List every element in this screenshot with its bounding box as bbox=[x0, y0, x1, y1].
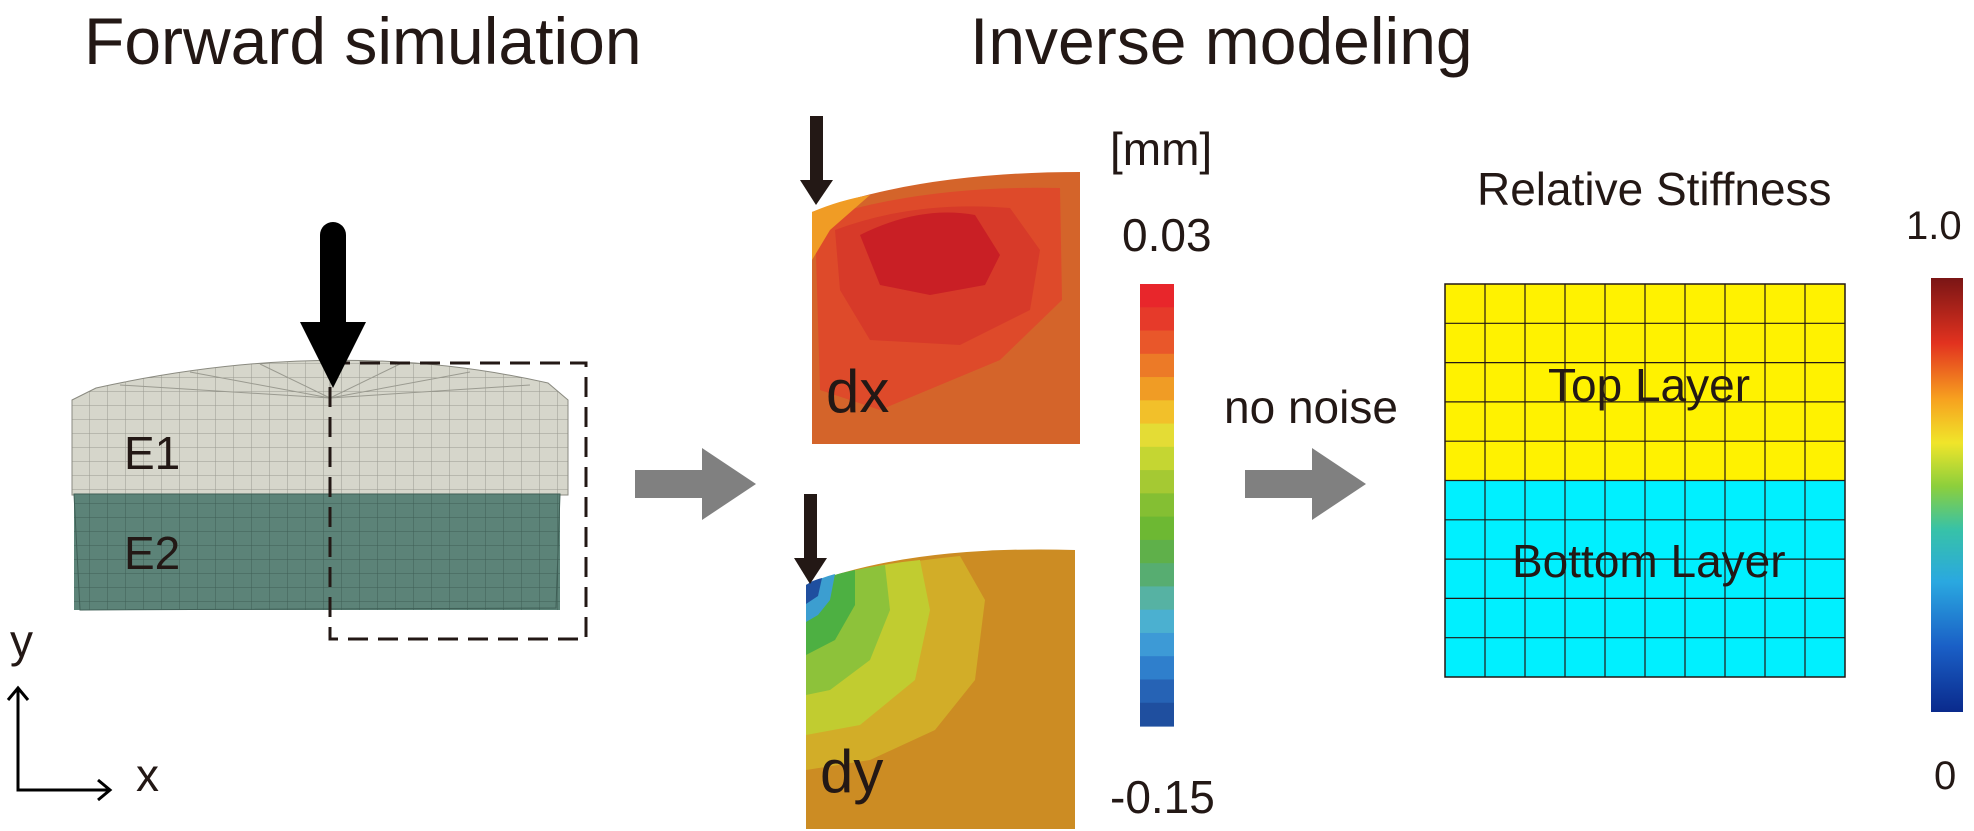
axes-indicator bbox=[6, 685, 113, 802]
noise-label: no noise bbox=[1224, 381, 1398, 433]
stiffness-title: Relative Stiffness bbox=[1477, 163, 1832, 215]
dx-displacement-map bbox=[800, 116, 1080, 444]
colorbar-max: 0.03 bbox=[1122, 209, 1212, 261]
fe-model bbox=[6, 222, 588, 802]
symmetry-region-box bbox=[328, 361, 588, 641]
stiffness-colorbar-max: 1.0 bbox=[1906, 204, 1962, 248]
dx-load-arrow bbox=[810, 116, 823, 186]
colorbar-segment bbox=[1140, 284, 1174, 308]
colorbar-segment bbox=[1140, 446, 1174, 471]
dy-label: dy bbox=[820, 738, 884, 805]
flow-arrow-1 bbox=[635, 448, 756, 520]
colorbar-segment bbox=[1140, 563, 1174, 588]
colorbar-segment bbox=[1140, 656, 1174, 681]
load-arrow-shaft bbox=[320, 222, 346, 337]
colorbar-unit: [mm] bbox=[1110, 123, 1213, 175]
flow-arrow-2 bbox=[1245, 448, 1366, 520]
axis-label-x: x bbox=[136, 749, 159, 801]
colorbar-segment bbox=[1140, 539, 1174, 564]
inverse-modeling-heading: Inverse modeling bbox=[970, 4, 1473, 78]
forward-simulation-heading: Forward simulation bbox=[84, 4, 642, 78]
dy-load-arrow bbox=[804, 494, 817, 564]
colorbar-segment bbox=[1140, 423, 1174, 448]
colorbar-segment bbox=[1140, 702, 1174, 727]
colorbar-segment bbox=[1140, 470, 1174, 494]
colorbar-segment bbox=[1140, 516, 1174, 541]
stiffness-grid bbox=[1444, 283, 1846, 678]
displacement-colorbar bbox=[1140, 284, 1174, 727]
dx-label: dx bbox=[826, 358, 890, 425]
colorbar-segment bbox=[1140, 353, 1174, 378]
colorbar-segment bbox=[1140, 377, 1174, 401]
dy-displacement-map bbox=[794, 494, 1075, 829]
layer-label-e2: E2 bbox=[124, 527, 181, 579]
axis-label-y: y bbox=[10, 615, 33, 667]
colorbar-segment bbox=[1140, 679, 1174, 704]
stiffness-colorbar-min: 0 bbox=[1934, 754, 1957, 798]
colorbar-segment bbox=[1140, 586, 1174, 611]
bottom-layer-label: Bottom Layer bbox=[1512, 535, 1786, 587]
colorbar-segment bbox=[1140, 330, 1174, 355]
bottom-layer-mesh bbox=[74, 494, 560, 610]
top-layer-label: Top Layer bbox=[1548, 359, 1751, 411]
colorbar-segment bbox=[1140, 632, 1174, 657]
load-arrow-head bbox=[300, 322, 366, 388]
stiffness-colorbar bbox=[1931, 278, 1963, 712]
top-layer-mesh bbox=[71, 359, 569, 496]
colorbar-segment bbox=[1140, 307, 1174, 332]
layer-label-e1: E1 bbox=[124, 427, 181, 479]
colorbar-min: -0.15 bbox=[1110, 771, 1215, 823]
colorbar-segment bbox=[1140, 493, 1174, 518]
colorbar-segment bbox=[1140, 400, 1174, 425]
colorbar-segment bbox=[1140, 609, 1174, 634]
